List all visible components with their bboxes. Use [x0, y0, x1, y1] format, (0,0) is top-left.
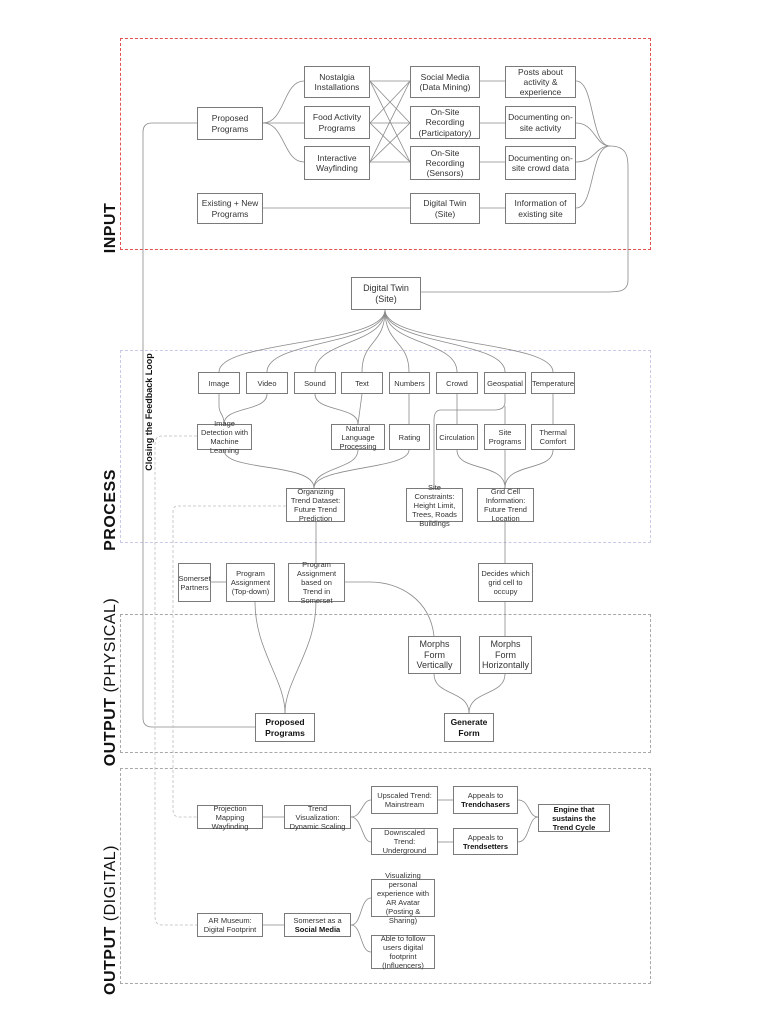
node-site-programs: Site Programs [484, 424, 526, 450]
node-morphs-form-vertically: Morphs Form Vertically [408, 636, 461, 674]
node-social-media-data-mining: Social Media (Data Mining) [410, 66, 480, 98]
node-engine-trend-cycle: Engine that sustains the Trend Cycle [538, 804, 610, 832]
node-projection-mapping: Projection Mapping Wayfinding [197, 804, 263, 831]
node-somerset-partners: Somerset Partners [178, 563, 211, 602]
node-information-existing-site: Information of existing site [505, 193, 576, 224]
node-circulation: Circulation [436, 424, 478, 450]
node-existing-new-programs: Existing + New Programs [197, 193, 263, 224]
input-section [120, 38, 651, 250]
node-trend-visualization: Trend Visualization: Dynamic Scaling [284, 804, 351, 831]
node-food-activity-programs: Food Activity Programs [304, 106, 370, 139]
node-follow-digital-footprint: Able to follow users digital footprint (… [371, 934, 435, 970]
node-onsite-recording-sensors: On-Site Recording (Sensors) [410, 146, 480, 180]
node-generate-form: Generate Form [444, 713, 494, 742]
node-nlp: Natural Language Processing [331, 424, 385, 451]
node-posts-activity-experience: Posts about activity & experience [505, 66, 576, 98]
node-numbers: Numbers [389, 372, 430, 394]
node-interactive-wayfinding: Interactive Wayfinding [304, 146, 370, 180]
output-physical-section [120, 614, 651, 753]
output-digital-section [120, 768, 651, 984]
node-ar-museum: AR Museum: Digital Footprint [197, 913, 263, 937]
node-site-constraints: Site Constraints: Height Limit, Trees, R… [406, 483, 463, 528]
node-thermal-comfort: Thermal Comfort [531, 424, 575, 450]
node-onsite-recording-participatory: On-Site Recording (Participatory) [410, 106, 480, 139]
node-rating: Rating [389, 424, 430, 450]
node-grid-cell-information: Grid Cell Information: Future Trend Loca… [477, 487, 534, 523]
node-program-assignment-topdown: Program Assignment (Top-down) [226, 563, 275, 602]
node-program-assignment-trend: Program Assignment based on Trend in Som… [288, 560, 345, 605]
node-morphs-form-horizontally: Morphs Form Horizontally [479, 636, 532, 674]
node-nostalgia-installations: Nostalgia Installations [304, 66, 370, 98]
node-proposed-programs-input: Proposed Programs [197, 107, 263, 140]
node-upscaled-trend: Upscaled Trend: Mainstream [371, 786, 438, 814]
node-decides-grid-cell: Decides which grid cell to occupy [478, 563, 533, 602]
node-temperature: Temperature [531, 372, 575, 394]
node-crowd: Crowd [436, 372, 478, 394]
node-downscaled-trend: Downscaled Trend: Underground [371, 828, 438, 855]
node-image-detection: Image Detection with Machine Learning [197, 419, 252, 455]
node-documenting-onsite-activity: Documenting on-site activity [505, 106, 576, 139]
process-section [120, 350, 651, 543]
node-sound: Sound [294, 372, 336, 394]
node-digital-twin-site: Digital Twin (Site) [351, 277, 421, 310]
node-image: Image [198, 372, 240, 394]
node-documenting-onsite-crowd: Documenting on-site crowd data [505, 146, 576, 180]
node-organizing-trend-dataset: Organizing Trend Dataset: Future Trend P… [286, 487, 345, 523]
node-visualizing-ar-avatar: Visualizing personal experience with AR … [371, 871, 435, 925]
node-proposed-programs-output: Proposed Programs [255, 713, 315, 742]
node-video: Video [246, 372, 288, 394]
node-geospatial: Geospatial [484, 372, 526, 394]
node-digital-twin-site-input: Digital Twin (Site) [410, 193, 480, 224]
node-text: Text [341, 372, 383, 394]
